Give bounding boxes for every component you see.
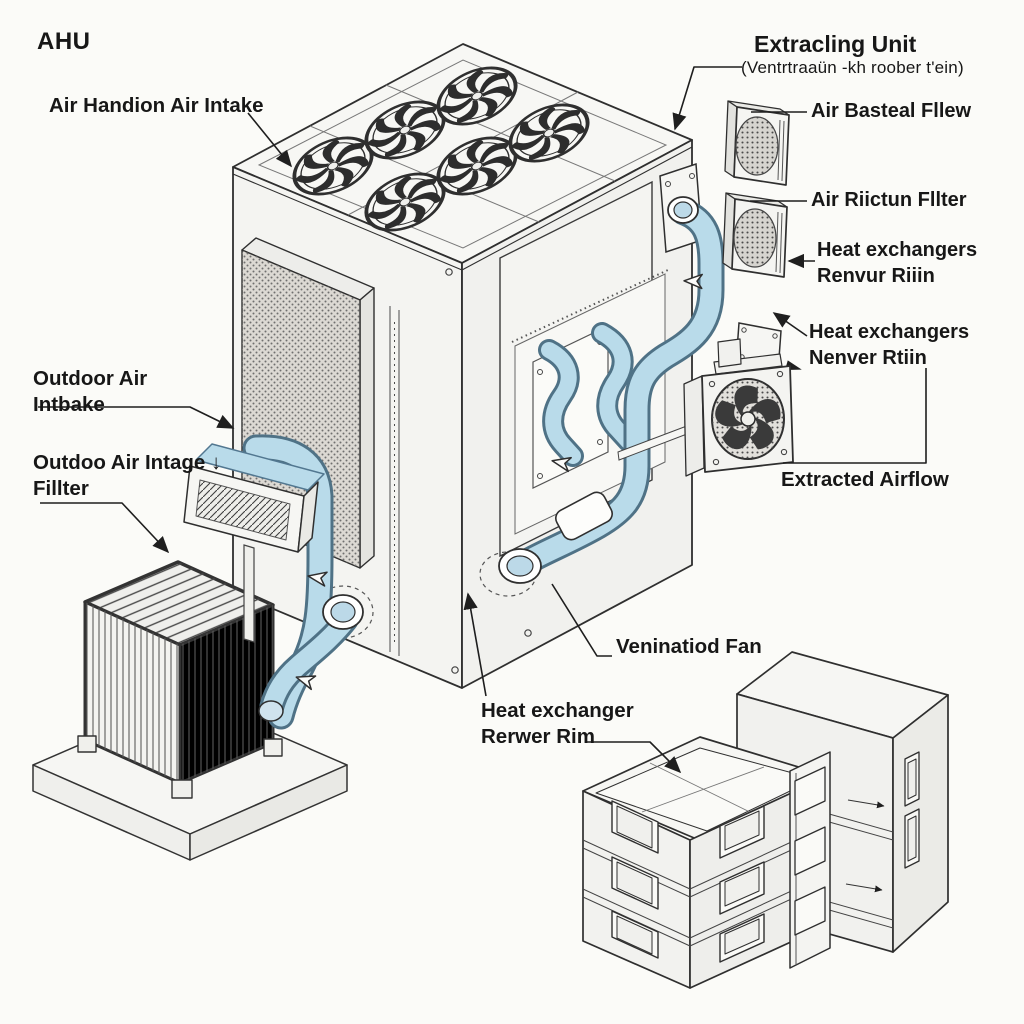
label-extracting-title: Extracling Unit: [754, 31, 917, 57]
leader-extracting-unit: [672, 66, 742, 131]
interior-duct-coils: [538, 322, 639, 467]
extract-grille-1: [724, 100, 790, 186]
hood-leg: [243, 544, 255, 643]
leader-air-intake: [247, 112, 293, 168]
tower-window: [904, 751, 920, 869]
duct-collar: [555, 491, 613, 541]
left-port-flange: [258, 594, 364, 722]
extract-fan-unit: [683, 338, 794, 477]
leader-vent-fan: [551, 583, 612, 657]
label-ahu: AHU: [37, 28, 91, 55]
building-main-block: [582, 736, 831, 989]
leader-outdoor-air: [38, 406, 235, 429]
label-heat-exchangers-2: Heat exchangers Nenver Rtiin: [809, 321, 970, 369]
label-ventilation-fan: Veninatiod Fan: [616, 635, 762, 658]
outdoor-filter-cube: [77, 560, 283, 799]
leader-hx-bottom-roof: [586, 741, 682, 774]
label-air-intake-top: Air Handion Air Intake: [49, 94, 264, 117]
label-heat-exchangers-1: Heat exchangers Renvur Riiin: [817, 239, 978, 287]
outdoor-intake-hood: [183, 443, 325, 553]
building: [582, 651, 949, 989]
label-outdoor-air-intake: Outdoor Air Intbake: [33, 367, 148, 417]
leader-extracted-bracket: [783, 368, 927, 464]
left-face-seam: [389, 306, 400, 656]
tower-flow-arrow: [845, 883, 883, 893]
tower-flow-arrow: [847, 799, 885, 809]
label-basteal: Air Basteal Fllew: [811, 100, 972, 122]
leader-hx-bottom-up: [463, 592, 487, 697]
label-heat-exchanger-bottom: Heat exchanger Rerwer Rim: [481, 699, 634, 749]
screw-marks: [445, 268, 532, 674]
label-riictun: Air Riictun Fllter: [811, 189, 967, 211]
building-window: [611, 800, 765, 963]
building-bay: [789, 751, 831, 969]
extract-fan-blades: [715, 385, 781, 450]
leader-outdoor-filter: [40, 502, 170, 554]
label-extracted-airflow: Extracted Airflow: [781, 468, 949, 491]
bottom-duct-port: [479, 196, 699, 597]
extract-grille-2: [722, 192, 788, 278]
outdoor-air-duct: [242, 434, 359, 730]
label-outdoor-air-filter: Outdoo Air Intage ↓ Fillter: [33, 451, 222, 501]
leader-lines: [38, 66, 927, 774]
leader-hx2: [772, 312, 808, 337]
label-extracting-sub: (Ventrtraaün -kh roober t'ein): [741, 58, 964, 77]
